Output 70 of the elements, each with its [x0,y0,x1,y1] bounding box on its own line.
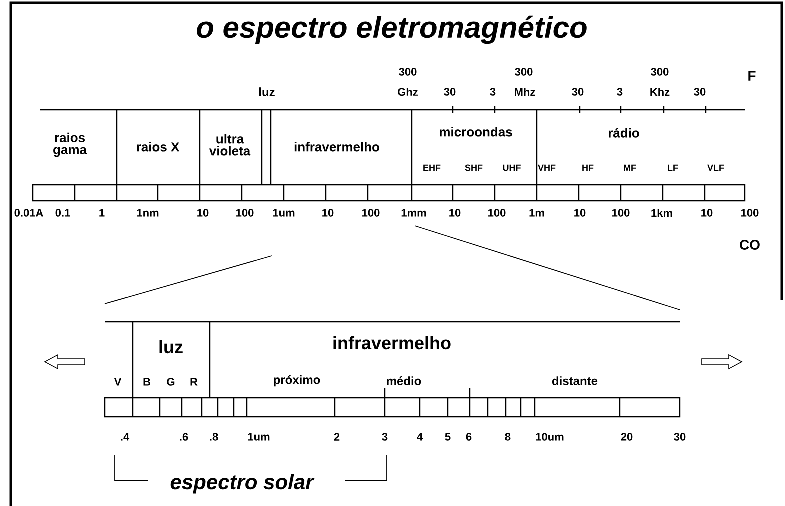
frequency-label: Ghz [398,88,418,96]
wavelength-label: 8 [505,433,511,441]
color-label: G [167,378,175,386]
band-label: ultra violeta [209,134,251,156]
band-label: raios gama [54,132,88,158]
band-code: SHF [465,164,483,172]
band-label: médio [387,376,422,386]
frequency-label: 3 [490,88,496,96]
band-label: distante [552,376,598,386]
wavelength-label: 6 [466,433,472,441]
frequency-label: 3 [617,88,623,96]
bracket-label: espectro solar [170,474,315,494]
title: o espectro eletromagnético [197,16,587,44]
frequency-label: 30 [572,88,584,96]
frequency-label: 300 [651,68,669,76]
wavelength-label: 4 [417,433,423,441]
band-label: infravermelho [334,336,451,350]
wavelength-label: 20 [621,433,633,441]
band-label: raios X [137,142,180,152]
wavelength-label: .8 [210,433,218,441]
axis-letter: CO [740,240,760,250]
frequency-label: 300 [515,68,533,76]
wavelength-label: 1nm [137,209,159,217]
band-code: MF [624,164,636,172]
wavelength-label: .6 [180,433,188,441]
band-label: rádio [608,128,640,138]
wavelength-label: 1km [652,209,672,217]
band-code: EHF [424,164,441,172]
frequency-label: Mhz [515,88,536,96]
wavelength-label: 100 [742,209,759,217]
band-code: VLF [708,164,724,172]
wavelength-label: 0.01A [14,209,44,217]
wavelength-label: 10 [702,209,713,217]
wavelength-label: 10 [574,209,586,217]
band-code: UHF [503,164,521,172]
wavelength-label: 100 [236,209,254,217]
color-label: B [144,378,150,386]
color-label: R [190,378,198,386]
wavelength-label: 100 [362,209,380,217]
band-label: infravermelho [294,142,380,152]
wavelength-label: 100 [488,209,506,217]
wavelength-label: 100 [612,209,630,217]
wavelength-label: 1mm [402,209,426,217]
wavelength-label: 0.1 [56,209,70,217]
wavelength-label: 5 [445,433,451,441]
wavelength-label: 10 [198,209,209,217]
wavelength-label: 3 [382,433,388,441]
band-code: VHF [538,164,556,172]
wavelength-label: 10um [536,433,564,441]
wavelength-label: 10 [322,209,334,217]
band-label: microondas [440,127,512,137]
frequency-label: Khz [650,88,670,96]
wavelength-label: 30 [674,433,686,441]
frequency-label: 300 [399,68,417,76]
wavelength-label: 1 [100,209,105,217]
wavelength-label: 10 [450,209,461,217]
band-label: luz [260,88,275,96]
wavelength-label: 1um [248,433,270,441]
band-code: LF [668,164,678,172]
frequency-label: 30 [444,88,456,96]
wavelength-label: 2 [334,433,340,441]
color-label: V [114,378,122,386]
wavelength-label: 1um [273,209,295,217]
frequency-label: 30 [694,88,706,96]
axis-letter: F [748,71,756,81]
band-label: luz [160,340,183,354]
wavelength-label: 1m [530,209,544,217]
band-label: próximo [274,375,320,387]
wavelength-label: .4 [121,433,130,441]
band-code: HF [582,164,594,172]
